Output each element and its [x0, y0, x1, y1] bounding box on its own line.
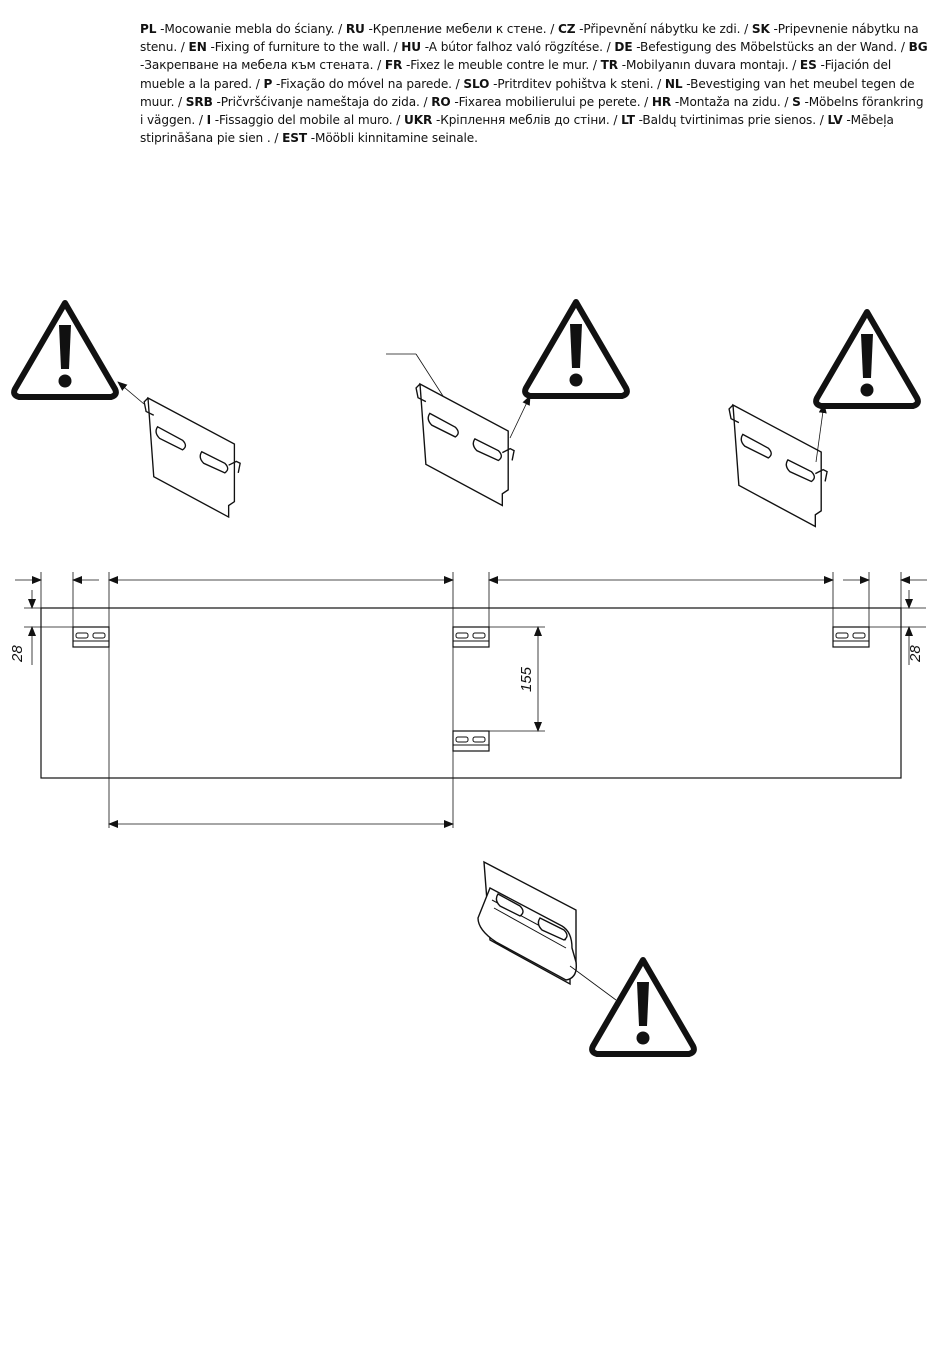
dimension-right-28: 28 — [907, 645, 924, 663]
language-code: CZ — [557, 22, 576, 36]
instruction-text: -Připevnění nábytku ke zdi. / — [575, 22, 752, 36]
bracket-detail-bottom — [477, 860, 694, 1054]
hanger-slot-left — [72, 626, 110, 648]
language-code: P — [263, 76, 273, 91]
instruction-text: -Montaža na zidu. / — [671, 94, 793, 109]
instruction-text: -Fijación del mueble a la pared. / — [140, 58, 892, 91]
instruction-text: -Bevestiging van het meubel tegen de muu… — [140, 76, 915, 109]
instruction-text: -Закрепване на мебела към стената. / — [140, 58, 385, 73]
language-code: HR — [651, 94, 672, 109]
language-code: ES — [799, 58, 817, 73]
language-code: UKR — [404, 113, 433, 128]
bracket-detail-right — [728, 312, 918, 528]
instruction-text: -Mööbli kinnitamine seinale. — [306, 131, 478, 146]
language-code: BG — [908, 40, 928, 55]
language-code: FR — [384, 58, 403, 73]
language-code: I — [206, 113, 212, 128]
hanger-slot-right — [832, 626, 870, 648]
instruction-text: -Pritrditev pohištva k steni. / — [489, 76, 665, 91]
instruction-text: -Baldų tvirtinimas prie sienos. / — [634, 113, 828, 128]
language-code: SRB — [185, 94, 213, 109]
instruction-text: -Mobilyanın duvara montajı. / — [618, 58, 800, 73]
language-code: HU — [401, 40, 422, 55]
dimension-left-28: 28 — [9, 645, 26, 663]
bracket-detail-middle — [386, 302, 627, 507]
language-code: RU — [345, 22, 365, 36]
instruction-text: -Крепление мебели к стене. / — [364, 22, 558, 36]
language-code: S — [792, 94, 801, 109]
instruction-text: -Möbelns förankring i väggen. / — [140, 94, 924, 128]
language-code: PL — [140, 22, 157, 36]
dimension-155: 155 — [518, 666, 535, 692]
instruction-text: -A bútor falhoz való rögzítése. / — [421, 40, 615, 55]
language-code: RO — [431, 94, 451, 109]
language-code: TR — [600, 58, 619, 73]
hanger-slot-center-bottom — [452, 730, 490, 752]
language-code: EN — [188, 40, 207, 55]
language-code: SK — [751, 22, 770, 36]
warning-triangle-icon — [592, 960, 694, 1054]
instruction-text: -Mēbeļa stiprināšana pie sien . / — [140, 113, 894, 146]
instruction-text: -Fixez le meuble contre le mur. / — [402, 58, 601, 73]
cabinet-layout: 28 28 155 — [9, 572, 927, 828]
instruction-text: -Pripevnenie nábytku na stenu. / — [140, 22, 919, 55]
hanger-slot-center-top — [452, 626, 490, 648]
warning-triangle-icon — [816, 312, 918, 406]
instruction-text: -Fixação do móvel na parede. / — [272, 76, 464, 91]
language-code: EST — [282, 131, 307, 146]
language-code: DE — [614, 40, 633, 55]
language-code: SLO — [463, 76, 490, 91]
instruction-text: -Fixing of furniture to the wall. / — [206, 40, 402, 55]
instruction-text: -Fixarea mobilierului pe perete. / — [450, 94, 652, 109]
language-code: LV — [827, 113, 843, 128]
bracket-detail-left — [14, 303, 241, 518]
language-code: LT — [621, 113, 635, 128]
instruction-text: -Pričvršćivanje nameštaja do zida. / — [212, 94, 432, 109]
language-code: NL — [664, 76, 683, 91]
multilingual-instructions: PL -Mocowanie mebla do ściany. / RU -Кре… — [140, 20, 930, 147]
instruction-text: -Befestigung des Möbelstücks an der Wand… — [632, 40, 909, 55]
instruction-text: -Кріплення меблів до стіни. / — [432, 113, 622, 128]
warning-triangle-icon — [14, 303, 116, 397]
instruction-text: -Fissaggio del mobile al muro. / — [211, 113, 405, 128]
warning-triangle-icon — [525, 302, 627, 396]
instruction-text: -Mocowanie mebla do ściany. / — [156, 22, 346, 36]
